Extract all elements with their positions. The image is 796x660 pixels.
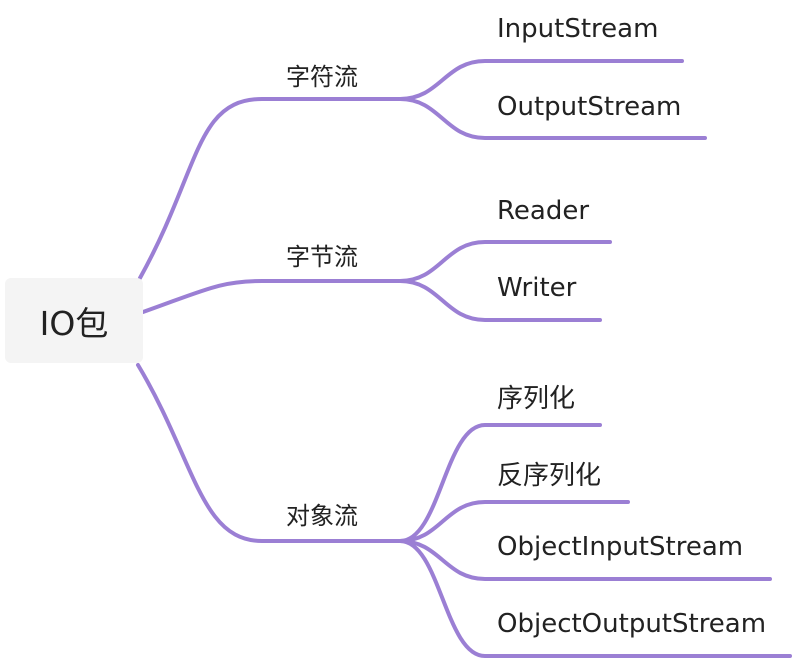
leaf-label-deserialization[interactable]: 反序列化 xyxy=(497,461,602,491)
connector-root-to-character-stream xyxy=(138,97,402,280)
leaf-label-writer[interactable]: Writer xyxy=(497,273,577,303)
leaf-label-inputstream[interactable]: InputStream xyxy=(497,14,659,44)
connector-character-stream-to-outputstream xyxy=(398,97,707,140)
connector-object-stream-to-objectoutputstream xyxy=(398,539,792,658)
leaf-label-reader[interactable]: Reader xyxy=(497,196,590,226)
connector-object-stream-to-serialization xyxy=(398,423,602,543)
leaf-label-objectoutputstream[interactable]: ObjectOutputStream xyxy=(497,609,767,639)
branch-label-object-stream[interactable]: 对象流 xyxy=(286,502,358,530)
connector-object-stream-to-deserialization xyxy=(398,500,630,543)
connector-byte-stream-to-writer xyxy=(398,279,602,322)
connector-root-to-object-stream xyxy=(136,363,402,543)
branch-label-byte-stream[interactable]: 字节流 xyxy=(286,243,358,271)
connector-object-stream-to-objectinputstream xyxy=(398,539,772,581)
leaf-label-outputstream[interactable]: OutputStream xyxy=(497,92,682,122)
leaf-label-serialization[interactable]: 序列化 xyxy=(497,384,576,414)
connector-byte-stream-to-reader xyxy=(398,240,612,283)
root-node[interactable] xyxy=(5,278,143,363)
connector-character-stream-to-inputstream xyxy=(398,59,684,101)
branch-label-character-stream[interactable]: 字符流 xyxy=(286,63,358,91)
root-label: IO包 xyxy=(39,303,109,343)
connector-root-to-byte-stream xyxy=(141,279,402,314)
leaf-label-objectinputstream[interactable]: ObjectInputStream xyxy=(497,532,744,562)
connector-lines xyxy=(136,59,792,658)
